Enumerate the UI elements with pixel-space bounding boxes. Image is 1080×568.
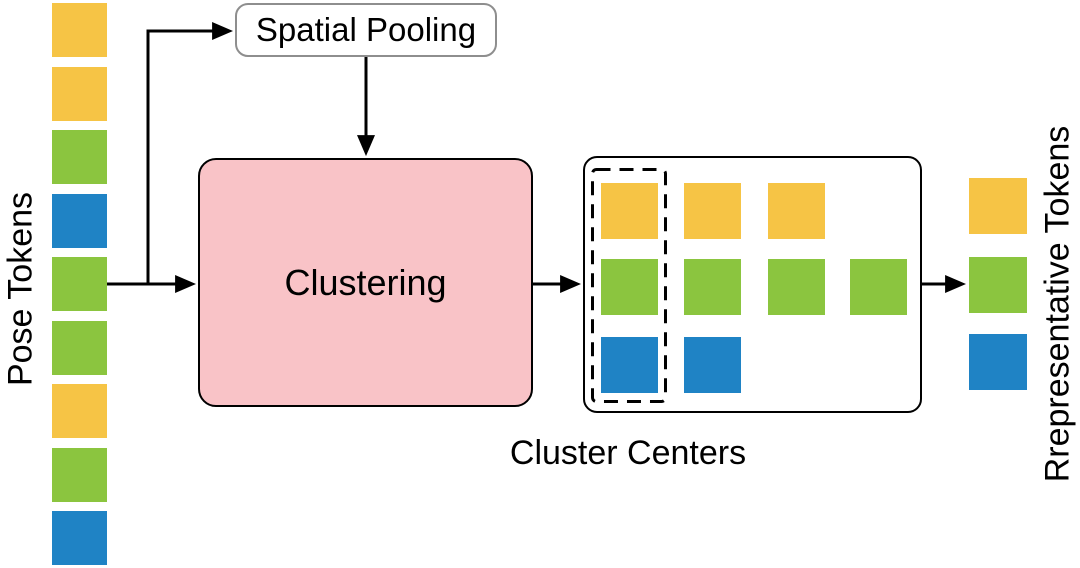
cluster-center-green-1 [601,259,658,315]
spatial-pooling-box: Spatial Pooling [235,3,497,57]
cluster-center-yellow-2 [684,183,741,239]
pose-token-5-green [52,257,107,311]
cluster-center-green-4 [850,259,907,315]
pose-token-column [52,3,107,565]
cluster-center-green-3 [768,259,825,315]
pose-tokens-label: Pose Tokens [1,191,40,387]
representative-token-3-blue [969,334,1027,390]
pose-token-2-yellow [52,67,107,121]
cluster-center-blue-2 [684,337,741,393]
cluster-centers-caption: Cluster Centers [509,434,747,472]
pose-token-8-green [52,448,107,502]
cluster-centers-grid [585,158,920,411]
pose-token-7-yellow [52,384,107,438]
representative-token-2-green [969,257,1027,313]
pose-token-9-blue [52,511,107,565]
pose-token-6-green [52,321,107,375]
cluster-center-yellow-3 [768,183,825,239]
cluster-center-yellow-1 [601,183,658,239]
representative-token-1-yellow [969,178,1027,234]
cluster-center-green-2 [684,259,741,315]
representative-tokens-label: Rrepresentative Tokens [1038,125,1077,483]
pose-token-4-blue [52,194,107,248]
pose-token-1-yellow [52,3,107,57]
cluster-centers-box [583,156,922,413]
spatial-pooling-label: Spatial Pooling [255,11,477,48]
pose-token-3-green [52,130,107,184]
cluster-center-blue-1 [601,337,658,393]
representative-token-column [969,178,1027,390]
clustering-label: Clustering [284,261,447,303]
clustering-box: Clustering [198,158,533,407]
